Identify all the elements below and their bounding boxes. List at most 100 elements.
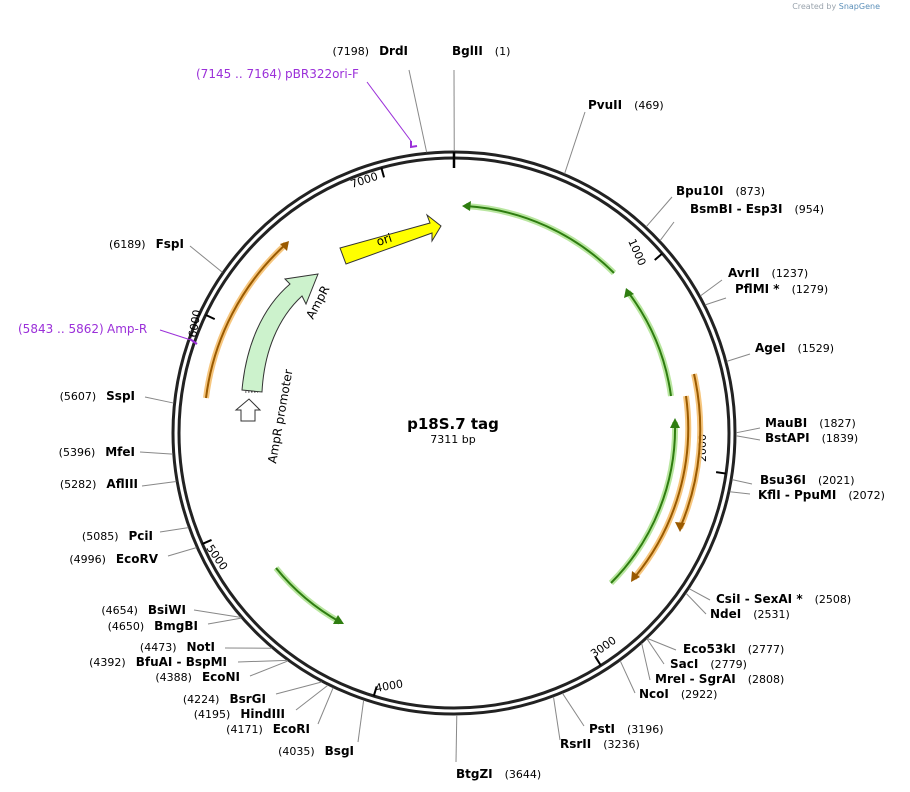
enzyme-position-rsrii: (3236) — [603, 738, 640, 751]
enzyme-position-kfli-ppumi: (2072) — [848, 489, 885, 502]
primer-pbr322ori-f-leader — [366, 81, 412, 142]
enzyme-site-pflmi[interactable]: (1279)PflMI * — [735, 282, 828, 296]
orf-arc-lower-right — [610, 421, 677, 584]
enzyme-name-hindiii: HindIII — [240, 707, 285, 721]
enzyme-site-bsmbi-esp3i[interactable]: (954)BsmBI - Esp3I — [690, 202, 824, 216]
primer-amp-r[interactable]: (5843 .. 5862) Amp-R — [18, 322, 198, 345]
credit-prefix: Created by — [792, 2, 837, 11]
orf-orange-left — [205, 243, 287, 399]
enzyme-labels: (7198)DrdI (1)BglII (469)PvuII (873)Bpu10I (… — [59, 44, 885, 781]
orf-arc-right-glow — [625, 290, 674, 397]
enzyme-site-noti[interactable]: (4473)NotI — [140, 640, 215, 654]
enzyme-site-bstapi[interactable]: (1839)BstAPI — [765, 431, 858, 445]
enzyme-leader-pcii — [159, 527, 189, 533]
enzyme-site-avrii[interactable]: (1237)AvrII — [728, 266, 808, 280]
enzyme-site-btgzi[interactable]: (3644)BtgZI — [456, 767, 541, 781]
orf-arc-top-glow — [465, 203, 617, 276]
primer-pbr322ori-f[interactable]: (7145 .. 7164) pBR322ori-F — [196, 67, 418, 149]
enzyme-site-econi[interactable]: (4388)EcoNI — [155, 670, 240, 684]
primer-amp-r-leader — [159, 329, 195, 342]
enzyme-position-pflmi: (1279) — [792, 283, 829, 296]
enzyme-name-bsgi: BsgI — [325, 744, 354, 758]
enzyme-site-bmgbi[interactable]: (4650)BmgBI — [108, 619, 198, 633]
enzyme-site-maubi[interactable]: (1827)MauBI — [765, 416, 856, 430]
enzyme-site-bsrgi[interactable]: (4224) BsrGI — [183, 692, 266, 706]
enzyme-name-agei: AgeI — [755, 341, 785, 355]
orf-orange-arrow-left — [280, 241, 289, 251]
enzyme-leader-bsgi — [357, 700, 365, 743]
orf-orange-arrow-inner — [631, 571, 640, 582]
enzyme-site-afliii[interactable]: (5282)AflIII — [60, 477, 138, 491]
enzyme-name-drdi: DrdI — [379, 44, 408, 58]
scale-tick-label-4000: 4000 — [374, 677, 404, 695]
enzyme-name-bsrgi: BsrGI — [229, 692, 266, 706]
primer-amp-r-range: (5843 .. 5862) — [18, 322, 104, 336]
enzyme-site-bpu10i[interactable]: (873)Bpu10I — [676, 184, 765, 198]
plasmid-size: 7311 bp — [430, 433, 475, 446]
enzyme-site-sspi[interactable]: (5607)SspI — [60, 389, 135, 403]
enzyme-leader-econi — [249, 660, 289, 677]
enzyme-name-sspi: SspI — [106, 389, 135, 403]
enzyme-name-btgzi: BtgZI — [456, 767, 493, 781]
enzyme-site-kfli-ppumi[interactable]: (2072)KflI - PpuMI — [758, 488, 885, 502]
enzyme-site-hindiii[interactable]: (4195) HindIII — [194, 707, 285, 721]
enzyme-site-bsiwi[interactable]: (4654)BsiWI — [101, 603, 186, 617]
enzyme-site-bsgi[interactable]: (4035) BsgI — [278, 744, 354, 758]
enzyme-leader-avrii — [700, 279, 723, 297]
enzyme-name-pcii: PciI — [129, 529, 154, 543]
primer-amp-r-name: Amp-R — [107, 322, 147, 336]
enzyme-position-bsiwi: (4654) — [101, 604, 138, 617]
enzyme-leader-sspi — [144, 396, 174, 404]
enzyme-site-bsu36i[interactable]: (2021)Bsu36I — [760, 473, 855, 487]
orf-orange-right-inner — [633, 395, 690, 579]
enzyme-position-eco53ki: (2777) — [748, 643, 785, 656]
enzyme-leader-lines — [139, 69, 761, 763]
enzyme-leader-rsrii — [552, 696, 561, 741]
enzyme-name-csii-sexai: CsiI - SexAI * — [716, 592, 803, 606]
enzyme-site-fspi[interactable]: (6189)FspI — [109, 237, 184, 251]
ampr-promoter-arrow — [234, 398, 262, 422]
enzyme-leader-drdi — [408, 69, 428, 153]
orf-arc-lower-right-glow — [608, 421, 679, 586]
enzyme-leader-kfli-ppumi — [729, 491, 751, 495]
primer-pbr322ori-f-range: (7145 .. 7164) — [196, 67, 282, 81]
scale-tick-label-1000: 1000 — [625, 237, 648, 268]
orf-arrow-right — [624, 288, 634, 298]
enzyme-site-ndei[interactable]: (2531)NdeI — [710, 607, 790, 621]
enzyme-position-bsrgi: (4224) — [183, 693, 220, 706]
enzyme-site-saci[interactable]: (2779)SacI — [670, 657, 747, 671]
enzyme-site-ncoi[interactable]: (2922)NcoI — [639, 687, 717, 701]
enzyme-site-agei[interactable]: (1529)AgeI — [755, 341, 834, 355]
enzyme-leader-mfei — [139, 451, 173, 455]
enzyme-site-mrei-sgrai[interactable]: (2808)MreI - SgrAI — [655, 672, 784, 686]
orf-orange-arrow-outer — [675, 522, 685, 532]
enzyme-leader-bpu10i — [645, 196, 673, 228]
enzyme-site-psti[interactable]: (3196)PstI — [589, 722, 664, 736]
enzyme-site-ecorv[interactable]: (4996)EcoRV — [69, 552, 158, 566]
enzyme-site-pcii[interactable]: (5085)PciI — [82, 529, 153, 543]
enzyme-site-csii-sexai[interactable]: (2508)CsiI - SexAI * — [716, 592, 851, 606]
enzyme-site-mfei[interactable]: (5396)MfeI — [59, 445, 135, 459]
enzyme-site-rsrii[interactable]: (3236)RsrII — [560, 737, 640, 751]
enzyme-leader-csii-sexai — [688, 588, 711, 601]
enzyme-position-bsgi: (4035) — [278, 745, 315, 758]
primer-pbr322ori-f-mark — [410, 141, 418, 149]
ori-feature-label: ori — [375, 231, 394, 249]
scale-tick-1000 — [654, 252, 663, 261]
enzyme-site-pvuii[interactable]: (469)PvuII — [588, 98, 664, 112]
enzyme-name-ncoi: NcoI — [639, 687, 669, 701]
enzyme-name-ecori: EcoRI — [273, 722, 310, 736]
enzyme-site-ecori[interactable]: (4171)EcoRI — [226, 722, 310, 736]
enzyme-name-noti: NotI — [187, 640, 216, 654]
enzyme-position-hindiii: (4195) — [194, 708, 231, 721]
enzyme-position-bstapi: (1839) — [822, 432, 859, 445]
enzyme-site-eco53ki[interactable]: (2777)Eco53kI — [683, 642, 784, 656]
enzyme-site-bglii[interactable]: (1)BglII — [452, 44, 510, 58]
enzyme-site-drdi[interactable]: (7198)DrdI — [332, 44, 408, 58]
enzyme-leader-btgzi — [455, 714, 458, 763]
enzyme-site-bfuai-bspmi[interactable]: (4392)BfuAI - BspMI — [89, 655, 227, 669]
scale-tick-7000 — [380, 167, 385, 178]
enzyme-leader-bmgbi — [207, 617, 242, 625]
enzyme-name-bpu10i: Bpu10I — [676, 184, 723, 198]
